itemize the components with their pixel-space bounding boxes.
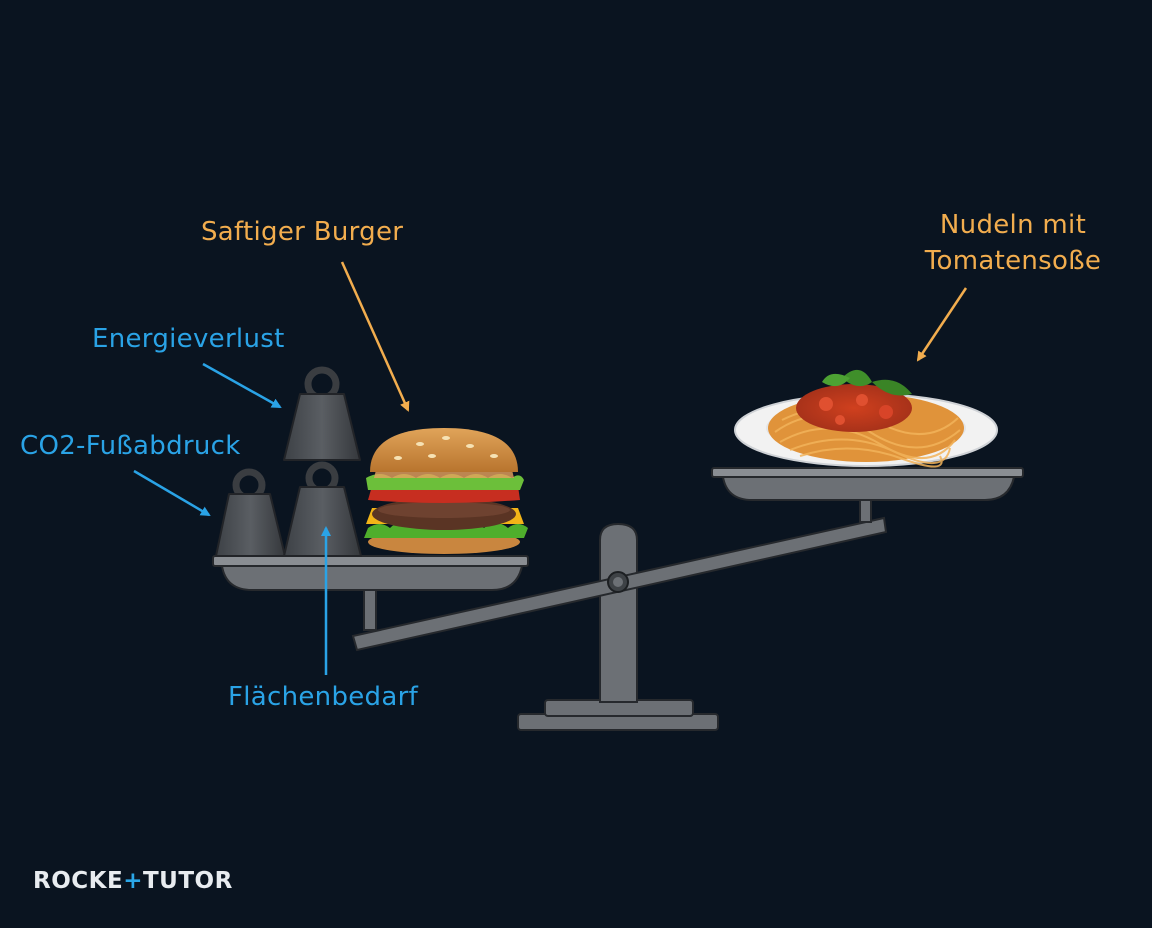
co2-label: CO2-Fußabdruck bbox=[20, 431, 241, 461]
pasta-label-line1: Nudeln mit bbox=[939, 210, 1087, 240]
logo-part1: ROCKE bbox=[33, 868, 124, 894]
scale-beam bbox=[351, 516, 888, 652]
energy-label: Energieverlust bbox=[92, 324, 285, 354]
energy-arrow bbox=[202, 362, 282, 409]
area-label: Flächenbedarf bbox=[228, 682, 419, 712]
pasta-plate-icon bbox=[734, 369, 998, 468]
burger-arrow bbox=[340, 261, 410, 412]
scale-base bbox=[517, 522, 719, 731]
burger-label: Saftiger Burger bbox=[201, 217, 404, 247]
co2-arrow bbox=[133, 469, 211, 517]
burger-icon bbox=[364, 428, 528, 554]
left-scale-pan bbox=[212, 555, 529, 631]
rocketutor-logo: ROCKE+TUTOR bbox=[33, 868, 233, 894]
pasta-arrow bbox=[916, 287, 968, 362]
logo-part2: TUTOR bbox=[142, 868, 233, 894]
weight-icon bbox=[283, 461, 362, 557]
pasta-label: Nudeln mit Tomatensoße bbox=[918, 207, 1108, 279]
pasta-label-line2: Tomatensoße bbox=[924, 246, 1102, 276]
weight-icon bbox=[215, 468, 286, 557]
right-scale-pan bbox=[711, 467, 1024, 523]
weight-icon bbox=[283, 366, 361, 461]
logo-plus: + bbox=[123, 868, 143, 894]
